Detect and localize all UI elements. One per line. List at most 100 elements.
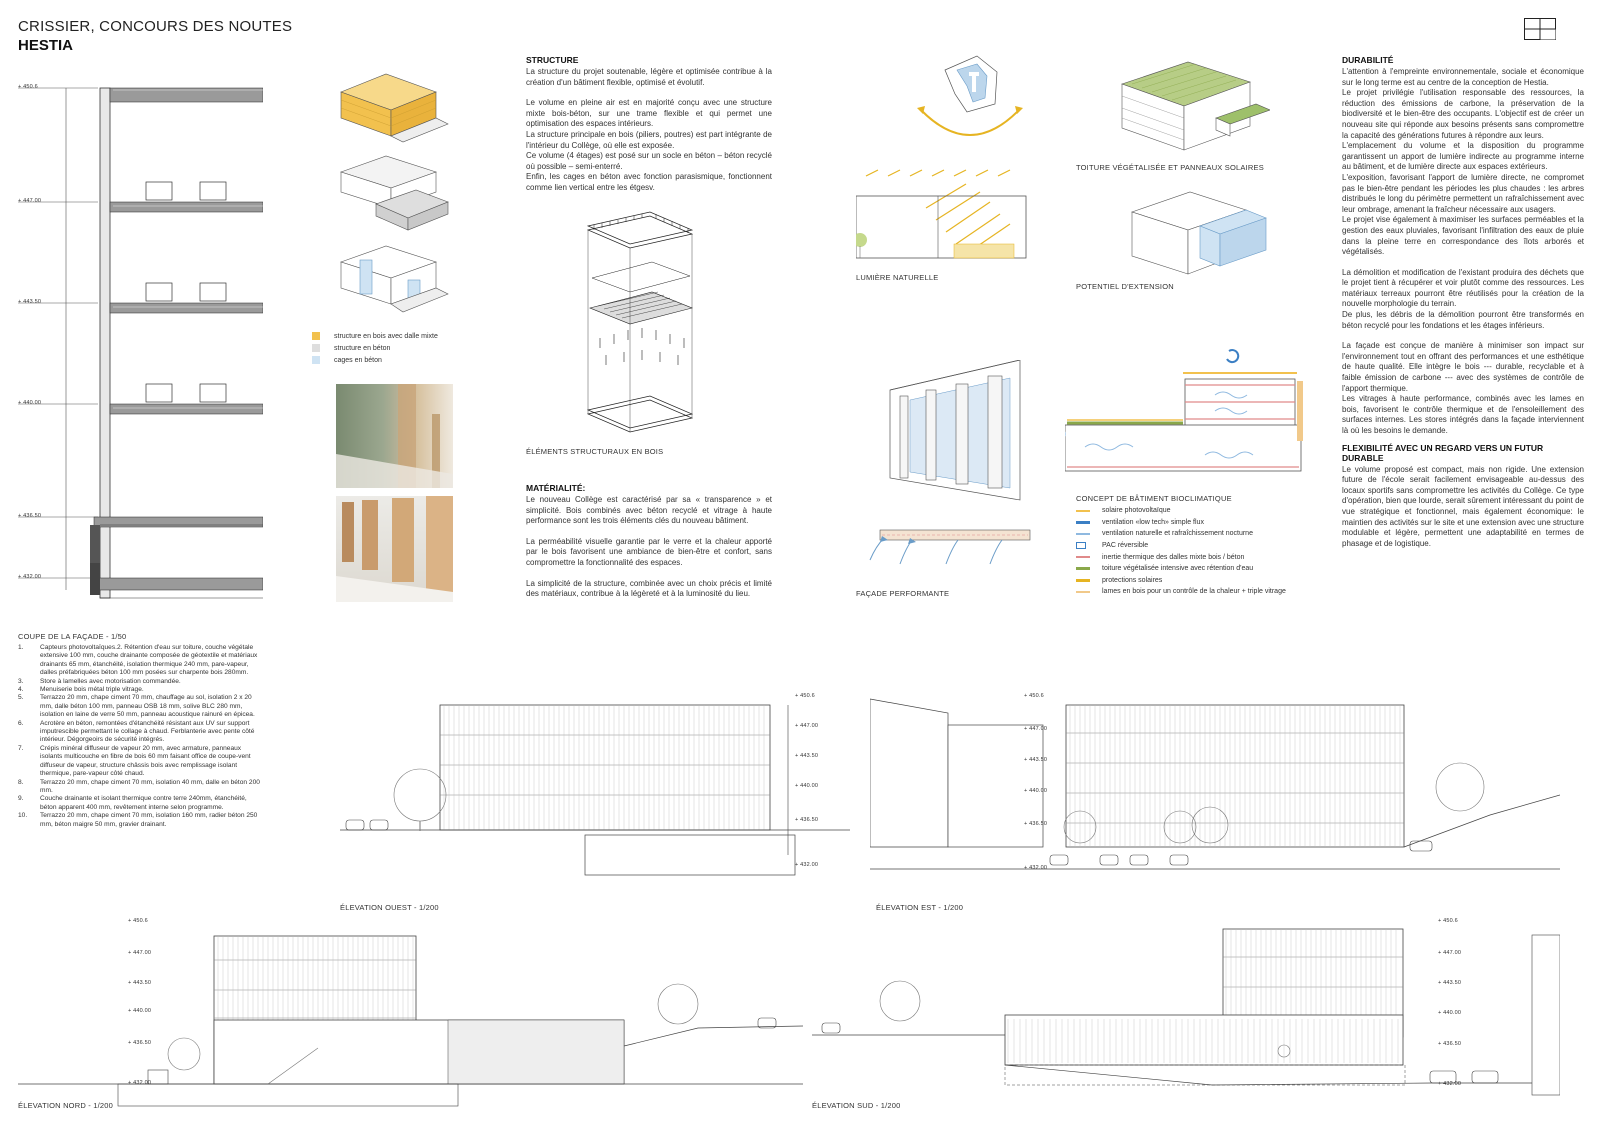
facade-airflow-diagram xyxy=(860,520,1035,580)
elevation-est-caption: ÉLEVATION EST - 1/200 xyxy=(876,903,964,912)
line-icon xyxy=(1076,509,1090,512)
wave-icon xyxy=(1076,532,1090,535)
materialite-title: MATÉRIALITÉ: xyxy=(526,483,586,493)
elevation-nord-drawing xyxy=(18,920,803,1110)
flexibilite-paragraph: Le volume proposé est compact, mais non … xyxy=(1342,464,1584,548)
materialite-paragraph: La perméabilité visuelle garantie par le… xyxy=(526,536,772,567)
section-level-4: + 440.00 xyxy=(18,400,42,406)
note-item: 7.Crépis minéral diffuseur de vapeur 20 … xyxy=(18,744,251,778)
elevation-est-level-2: + 447.00 xyxy=(1024,726,1048,732)
durabilite-title: DURABILITÉ xyxy=(1342,55,1394,65)
elevation-nord-level-2: + 447.00 xyxy=(128,950,152,956)
elevation-est-level-4: + 440.00 xyxy=(1024,788,1048,794)
durabilite-paragraph: L'attention à l'empreinte environnementa… xyxy=(1342,67,1584,257)
section-caption: COUPE DE LA FAÇADE - 1/50 xyxy=(18,632,127,641)
logo-icon xyxy=(1524,18,1556,40)
elevation-est-level-6: + 432.00 xyxy=(1024,865,1048,871)
extension-diagram xyxy=(1130,190,1270,278)
materialite-paragraph: La simplicité de la structure, combinée … xyxy=(526,578,772,599)
elevation-sud-caption: ÉLEVATION SUD - 1/200 xyxy=(812,1101,901,1110)
elevation-nord-level-3: + 443.50 xyxy=(128,980,152,986)
swatch-concrete xyxy=(312,344,320,352)
structure-text-block: STRUCTURE La structure du projet soutena… xyxy=(526,55,772,204)
bio-legend-item: ventilation «low tech» simple flux xyxy=(1076,517,1336,529)
line-icon xyxy=(1076,556,1090,559)
elevation-sud-drawing xyxy=(812,915,1560,1110)
legend-item-cores: cages en béton xyxy=(312,354,472,366)
elevation-ouest-level-4: + 440.00 xyxy=(795,783,819,789)
legend-item-concrete: structure en béton xyxy=(312,342,472,354)
elevation-nord-level-6: + 432.00 xyxy=(128,1080,152,1086)
bio-legend-item: ventilation naturelle et rafraîchissemen… xyxy=(1076,528,1336,540)
sun-path-diagram xyxy=(915,50,1025,150)
materialite-text-block: MATÉRIALITÉ: Le nouveau Collège est cara… xyxy=(526,483,772,610)
elevation-ouest-level-5: + 436.50 xyxy=(795,817,819,823)
axo-concrete-diagram xyxy=(336,152,451,232)
flexibilite-title: FLEXIBILITÉ AVEC UN REGARD VERS UN FUTUR… xyxy=(1342,442,1544,463)
structure-caption: ÉLÉMENTS STRUCTURAUX EN BOIS xyxy=(526,447,664,456)
interior-photo-window xyxy=(336,384,453,488)
elevation-ouest-drawing xyxy=(340,695,850,880)
facade-caption: FAÇADE PERFORMANTE xyxy=(856,589,950,598)
elevation-ouest-level-6: + 432.00 xyxy=(795,862,819,868)
section-level-2: + 447.00 xyxy=(18,198,42,204)
line-icon xyxy=(1076,567,1090,571)
note-item: 8.Terrazzo 20 mm, chape ciment 70 mm, is… xyxy=(18,778,260,794)
section-level-1: + 450.6 xyxy=(18,84,38,90)
elevation-est-drawing xyxy=(870,695,1560,885)
note-item: 3.Store à lamelles avec motorisation com… xyxy=(18,677,181,685)
toiture-caption: TOITURE VÉGÉTALISÉE ET PANNEAUX SOLAIRES xyxy=(1076,163,1264,172)
structure-paragraph: La structure du projet soutenable, légèr… xyxy=(526,67,772,87)
bio-legend-item: inertie thermique des dalles mixte bois … xyxy=(1076,551,1336,563)
section-notes: 1.Capteurs photovoltaïques.2. Rétention … xyxy=(18,644,264,829)
lumiere-caption: LUMIÈRE NATURELLE xyxy=(856,273,939,282)
note-item: 5.Terrazzo 20 mm, chape ciment 70 mm, ch… xyxy=(18,694,255,719)
durabilite-paragraph: La démolition et modification de l'exist… xyxy=(1342,267,1584,330)
elevation-est-level-1: + 450.6 xyxy=(1024,693,1044,699)
interior-photo-fins xyxy=(336,496,453,602)
bio-legend: solaire photovoltaïque ventilation «low … xyxy=(1076,505,1336,598)
elevation-sud-level-5: + 436.50 xyxy=(1438,1041,1462,1047)
materialite-paragraph: Le nouveau Collège est caractérisé par s… xyxy=(526,495,772,526)
elevation-est-level-3: + 443.50 xyxy=(1024,757,1048,763)
exploded-structure-diagram xyxy=(580,210,700,435)
line-icon xyxy=(1076,578,1090,582)
elevation-nord-level-4: + 440.00 xyxy=(128,1008,152,1014)
swatch-timber xyxy=(312,332,320,340)
note-item: 1.Capteurs photovoltaïques.2. Rétention … xyxy=(18,644,258,677)
durabilite-paragraph: La façade est conçue de manière à minimi… xyxy=(1342,341,1584,435)
green-roof-diagram xyxy=(1120,60,1270,155)
axo-timber-diagram xyxy=(336,64,451,144)
elevation-ouest-level-3: + 443.50 xyxy=(795,753,819,759)
elevation-ouest-level-1: + 450.6 xyxy=(795,693,815,699)
elevation-sud-level-6: + 432.00 xyxy=(1438,1081,1462,1087)
site-title: CRISSIER, CONCOURS DES NOUTES xyxy=(18,18,293,35)
elevation-sud-level-1: + 450.6 xyxy=(1438,918,1458,924)
section-level-5: + 436.50 xyxy=(18,513,42,519)
elevation-sud-level-2: + 447.00 xyxy=(1438,950,1462,956)
bio-legend-item: solaire photovoltaïque xyxy=(1076,505,1336,517)
structure-title: STRUCTURE xyxy=(526,55,579,65)
axo-legend: structure en bois avec dalle mixte struc… xyxy=(312,330,472,366)
legend-item-timber: structure en bois avec dalle mixte xyxy=(312,330,472,342)
axo-cores-diagram xyxy=(336,242,451,322)
line-icon xyxy=(1076,590,1090,593)
bio-legend-item: PAC réversible xyxy=(1076,540,1336,552)
note-item: 9.Couche drainante et isolant thermique … xyxy=(18,795,247,811)
elevation-nord-level-1: + 450.6 xyxy=(128,918,148,924)
elevation-est-level-5: + 436.50 xyxy=(1024,821,1048,827)
elevation-ouest-caption: ÉLEVATION OUEST - 1/200 xyxy=(340,903,439,912)
section-level-6: + 432.00 xyxy=(18,574,42,580)
section-level-3: + 443.50 xyxy=(18,299,42,305)
elevation-sud-level-3: + 443.50 xyxy=(1438,980,1462,986)
elevation-sud-level-4: + 440.00 xyxy=(1438,1010,1462,1016)
arrow-icon xyxy=(1076,520,1090,524)
extension-caption: POTENTIEL D'EXTENSION xyxy=(1076,282,1174,291)
note-item: 4.Menuiserie bois métal triple vitrage. xyxy=(18,686,144,694)
bioclimatic-section-diagram xyxy=(1065,345,1305,483)
bio-legend-item: toiture végétalisée intensive avec réten… xyxy=(1076,563,1336,575)
note-item: 6.Acrotère en béton, remontées d'étanché… xyxy=(18,719,255,744)
elevation-nord-level-5: + 436.50 xyxy=(128,1040,152,1046)
project-title: HESTIA xyxy=(18,37,74,54)
facade-perspective-diagram xyxy=(860,360,1025,505)
